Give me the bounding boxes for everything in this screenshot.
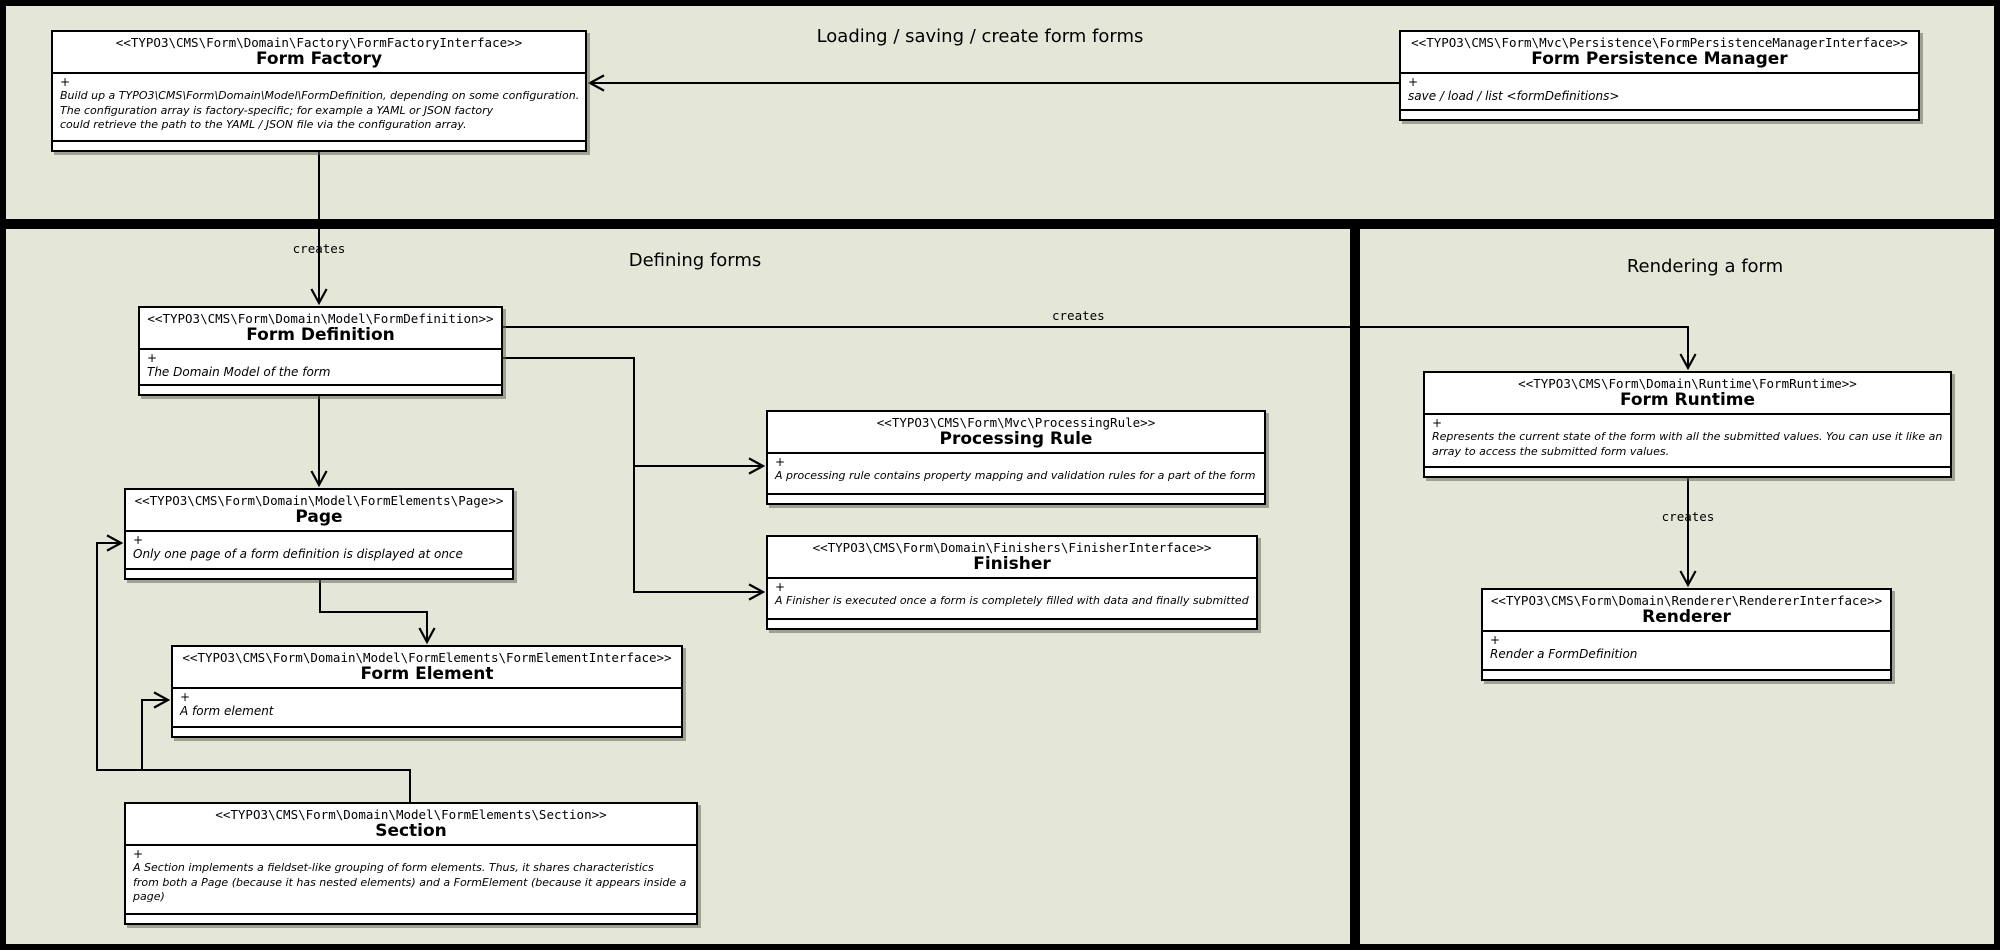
class-body: + Represents the current state of the fo… [1425,415,1950,466]
panel-rendering-form [1350,219,2000,950]
label-creates-runtime-renderer: creates [1661,509,1715,524]
class-form-runtime: <<TYPO3\CMS\Form\Domain\Runtime\FormRunt… [1423,371,1952,478]
visibility-marker: + [775,579,786,594]
label-creates-definition-runtime: creates [1052,308,1105,323]
description-line: from both a Page (because it has nested … [133,875,687,889]
visibility-marker: + [147,350,158,365]
description-line: A processing rule contains property mapp… [775,469,1256,483]
class-form-persistence-manager: <<TYPO3\CMS\Form\Mvc\Persistence\FormPer… [1399,30,1920,121]
visibility-marker: + [180,689,191,704]
class-processing-rule: <<TYPO3\CMS\Form\Mvc\ProcessingRule>> Pr… [766,410,1266,505]
class-renderer: <<TYPO3\CMS\Form\Domain\Renderer\Rendere… [1481,588,1892,681]
class-page: <<TYPO3\CMS\Form\Domain\Model\FormElemen… [124,488,514,580]
description-line: A form element [180,704,274,719]
class-title: Renderer [1642,607,1731,627]
visibility-marker: + [1490,632,1501,647]
class-body: + Render a FormDefinition [1483,632,1890,669]
class-form-definition: <<TYPO3\CMS\Form\Domain\Model\FormDefini… [138,306,503,396]
class-finisher: <<TYPO3\CMS\Form\Domain\Finishers\Finish… [766,535,1258,630]
panel-title-defining-forms: Defining forms [628,250,762,271]
class-body: + A processing rule contains property ma… [768,454,1264,493]
class-footer [768,618,1256,628]
stereotype: <<TYPO3\CMS\Form\Domain\Model\FormElemen… [215,807,607,822]
class-body: + Only one page of a form definition is … [126,532,512,568]
class-header: <<TYPO3\CMS\Form\Domain\Model\FormDefini… [140,308,501,350]
description-line: A Finisher is executed once a form is co… [775,594,1249,608]
stereotype: <<TYPO3\CMS\Form\Domain\Factory\FormFact… [115,35,523,50]
class-footer [768,493,1264,503]
visibility-marker: + [1432,415,1443,430]
stereotype: <<TYPO3\CMS\Form\Domain\Finishers\Finish… [812,540,1212,555]
description-line: The Domain Model of the form [147,365,331,380]
class-title: Form Runtime [1619,390,1756,410]
visibility-marker: + [775,454,786,469]
class-header: <<TYPO3\CMS\Form\Domain\Finishers\Finish… [768,537,1256,579]
description-line: array to access the submitted form value… [1432,444,1670,458]
stereotype: <<TYPO3\CMS\Form\Domain\Model\FormElemen… [134,493,504,508]
class-body: + A Section implements a fieldset-like g… [126,846,696,913]
class-title: Form Persistence Manager [1531,49,1788,69]
description-line: Only one page of a form definition is di… [133,547,463,562]
panel-title-rendering-form: Rendering a form [1626,256,1784,277]
class-footer [173,726,681,736]
class-body: + Build up a TYPO3\CMS\Form\Domain\Model… [53,74,585,140]
visibility-marker: + [60,74,71,89]
class-title: Form Definition [246,325,395,345]
description-line: Build up a TYPO3\CMS\Form\Domain\Model\F… [60,89,580,103]
description-line: Render a FormDefinition [1490,647,1638,662]
panel-title-loading-saving: Loading / saving / create form forms [816,26,1144,47]
class-footer [1425,466,1950,476]
class-header: <<TYPO3\CMS\Form\Domain\Model\FormElemen… [173,647,681,689]
class-header: <<TYPO3\CMS\Form\Domain\Factory\FormFact… [53,32,585,74]
class-title: Section [375,821,447,841]
class-header: <<TYPO3\CMS\Form\Domain\Runtime\FormRunt… [1425,373,1950,415]
visibility-marker: + [1408,74,1419,89]
class-footer [140,384,501,394]
class-section: <<TYPO3\CMS\Form\Domain\Model\FormElemen… [124,802,698,925]
class-header: <<TYPO3\CMS\Form\Domain\Model\FormElemen… [126,490,512,532]
class-footer [126,568,512,578]
class-footer [126,913,696,923]
class-body: + The Domain Model of the form [140,350,501,384]
class-header: <<TYPO3\CMS\Form\Domain\Renderer\Rendere… [1483,590,1890,632]
description-line: A Section implements a fieldset-like gro… [133,861,654,875]
visibility-marker: + [133,532,144,547]
class-title: Form Factory [255,49,383,69]
class-footer [1401,109,1918,119]
class-body: + A Finisher is executed once a form is … [768,579,1256,618]
description-line: page) [133,890,165,904]
class-footer [53,140,585,150]
description-line: save / load / list <formDefinitions> [1408,89,1620,104]
description-line: Represents the current state of the form… [1432,430,1943,444]
class-title: Page [295,507,343,527]
class-header: <<TYPO3\CMS\Form\Mvc\ProcessingRule>> Pr… [768,412,1264,454]
class-body: + A form element [173,689,681,726]
class-header: <<TYPO3\CMS\Form\Mvc\Persistence\FormPer… [1401,32,1918,74]
class-title: Form Element [360,664,494,684]
label-creates-factory-definition: creates [292,241,346,256]
class-title: Finisher [973,554,1051,574]
class-footer [1483,669,1890,679]
description-line: could retrieve the path to the YAML / JS… [60,118,467,132]
stereotype: <<TYPO3\CMS\Form\Mvc\Persistence\FormPer… [1411,35,1908,50]
class-title: Processing Rule [939,429,1093,449]
stereotype: <<TYPO3\CMS\Form\Mvc\ProcessingRule>> [876,415,1156,430]
class-form-factory: <<TYPO3\CMS\Form\Domain\Factory\FormFact… [51,30,587,152]
class-header: <<TYPO3\CMS\Form\Domain\Model\FormElemen… [126,804,696,846]
visibility-marker: + [133,846,144,861]
stereotype: <<TYPO3\CMS\Form\Domain\Renderer\Rendere… [1490,593,1883,608]
stereotype: <<TYPO3\CMS\Form\Domain\Model\FormDefini… [147,311,494,326]
description-line: The configuration array is factory-speci… [60,103,494,117]
class-form-element: <<TYPO3\CMS\Form\Domain\Model\FormElemen… [171,645,683,738]
class-body: + save / load / list <formDefinitions> [1401,74,1918,109]
stereotype: <<TYPO3\CMS\Form\Domain\Model\FormElemen… [182,650,672,665]
stereotype: <<TYPO3\CMS\Form\Domain\Runtime\FormRunt… [1518,376,1857,391]
